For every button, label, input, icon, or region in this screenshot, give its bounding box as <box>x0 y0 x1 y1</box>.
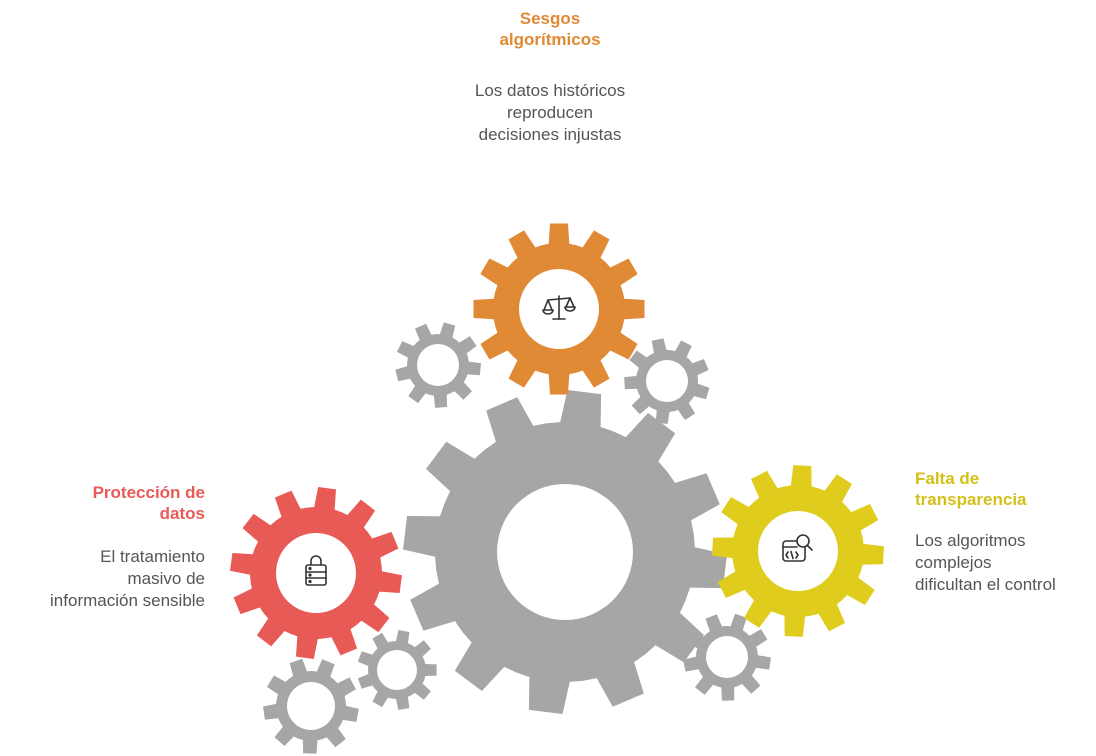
small-gear-bottom-right <box>683 613 771 701</box>
proteccion-block: Protección de datos El tratamiento masiv… <box>0 482 205 612</box>
transparencia-title: Falta de transparencia <box>915 469 1027 509</box>
central-gear <box>403 390 727 714</box>
lock-database-icon <box>305 555 327 586</box>
sesgos-block: Sesgos algorítmicos Los datos históricos… <box>420 8 680 146</box>
sesgos-description: Los datos históricos reproducen decision… <box>474 81 626 144</box>
transparencia-block: Falta de transparencia Los algoritmos co… <box>915 468 1095 596</box>
scales-icon <box>542 295 576 320</box>
code-search-icon <box>782 534 813 562</box>
small-gear-bottom-left-a <box>263 658 359 754</box>
proteccion-description: El tratamiento masivo de información sen… <box>50 547 205 610</box>
proteccion-gear <box>230 487 402 659</box>
sesgos-title: Sesgos algorítmicos <box>499 9 601 49</box>
small-gear-top-left <box>395 322 481 408</box>
small-gear-top-right <box>624 338 710 424</box>
small-gear-bottom-left-b <box>357 630 437 710</box>
transparencia-gear <box>712 465 884 637</box>
proteccion-title: Protección de datos <box>92 483 205 523</box>
transparencia-description: Los algoritmos complejos dificultan el c… <box>915 531 1056 594</box>
